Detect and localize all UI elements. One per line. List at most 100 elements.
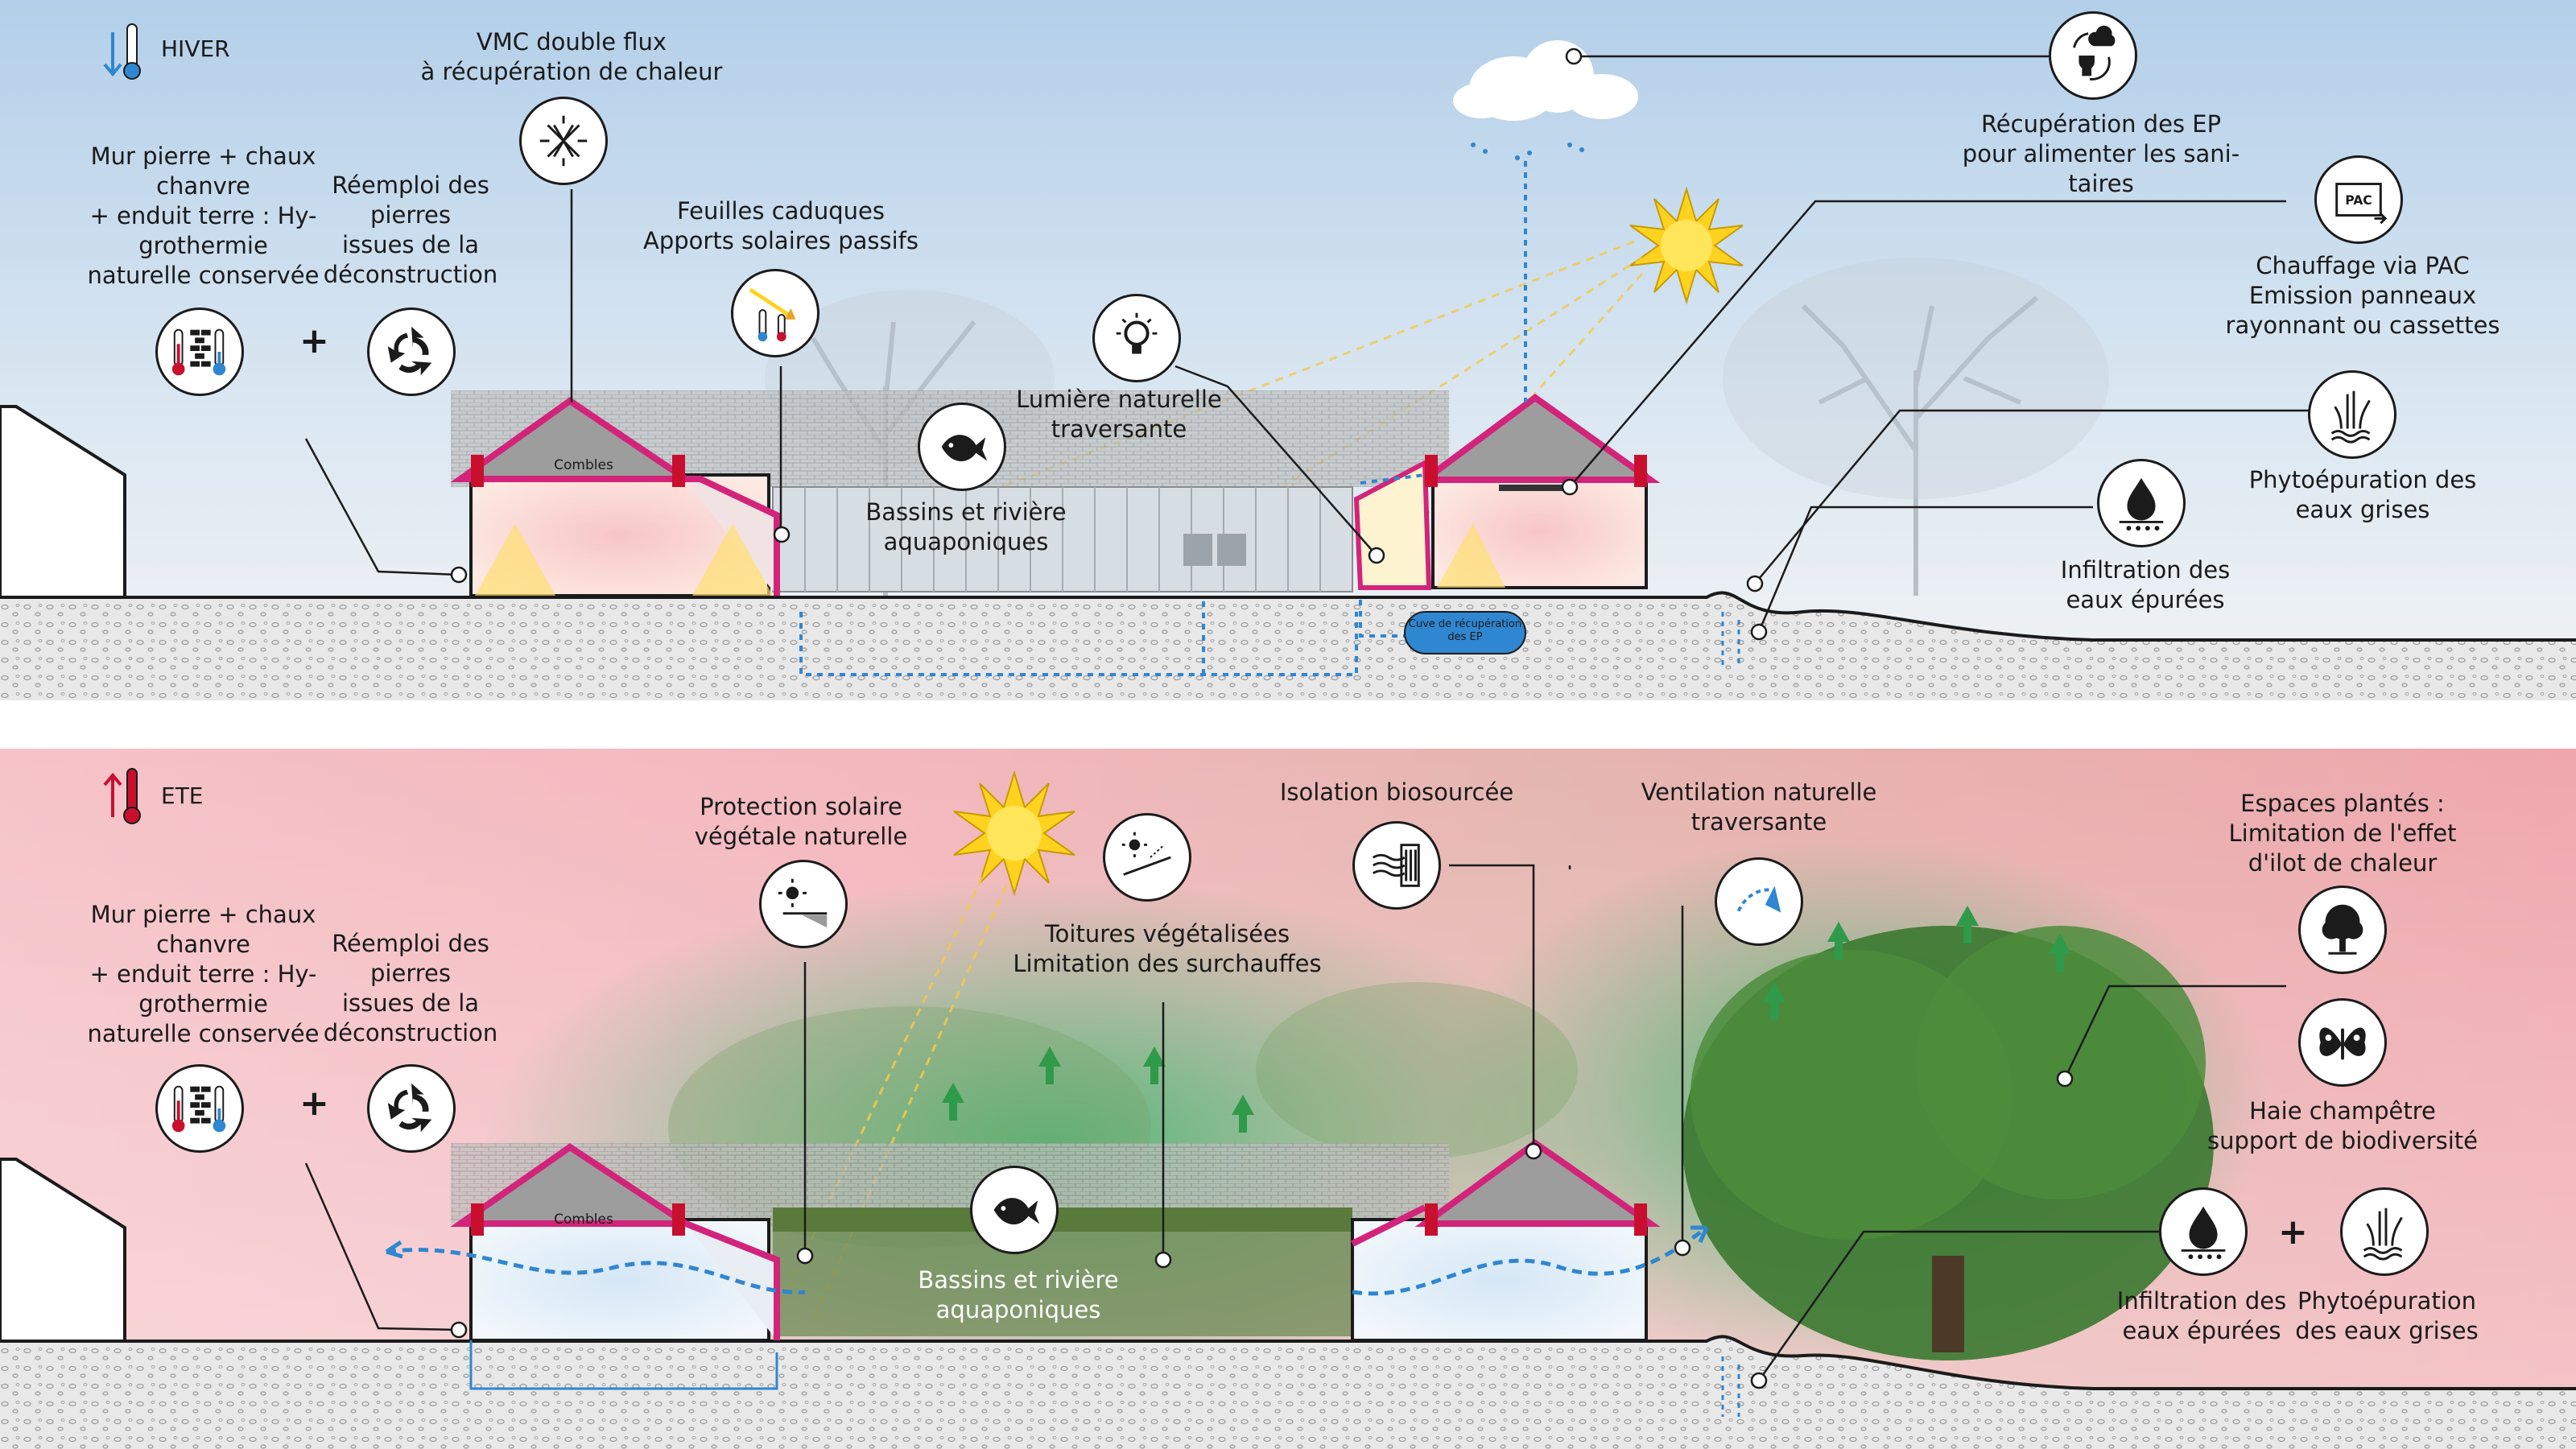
text-line: support de biodiversité [2207,1127,2478,1154]
text-line: Limitation de l'effet [2228,819,2457,847]
text-line: Réemploi des [332,171,489,199]
butterfly-icon [2298,998,2387,1087]
text-line: pour alimenter les sani- [1962,140,2240,167]
text-line: + enduit terre : Hy- [89,960,317,988]
summer-toitures-label: Toitures végétalisées Limitation des sur… [998,919,1336,979]
text-line: Bassins et rivière [865,498,1067,526]
text-line: à récupération de chaleur [420,58,723,85]
winter-reemploi-label: Réemploi des pierres issues de la décons… [314,171,507,290]
text-line: Phytoépuration des [2248,466,2477,493]
text-line: issues de la [341,989,480,1017]
text-line: Protection solaire [700,793,902,820]
winter-phyto-label: Phytoépuration des eaux grises [2238,465,2487,525]
text-line: + enduit terre : Hy- [89,202,317,229]
text-line: Toitures végétalisées [1044,920,1290,947]
summer-bassins-label: Bassins et rivière aquaponiques [902,1265,1135,1325]
text-line: Infiltration des [2060,556,2231,584]
drop-icon [2159,1187,2248,1276]
winter-season-label: HIVER [161,35,230,62]
text-line: grothermie [138,990,268,1018]
wind-icon [1715,857,1803,946]
winter-vmc-label: VMC double flux à récupération de chaleu… [411,27,733,87]
text-line: pierres [370,960,451,987]
text-line: Phytoépuration [2297,1287,2477,1315]
winter-recup-label: Récupération des EP pour alimenter les s… [1956,109,2246,199]
vmc-icon [519,97,608,185]
text-line: eaux épurées [2122,1317,2281,1344]
text-line: pierres [370,201,451,229]
summer-haie-label: Haie champêtre support de biodiversité [2190,1096,2496,1156]
text-line: des EP [1447,631,1483,643]
text-line: aquaponiques [883,528,1049,555]
summer-phyto-label: Phytoépuration des eaux grises [2278,1286,2496,1346]
text-line: Isolation biosourcée [1279,778,1514,806]
pac-badge-text: PAC [2345,193,2372,208]
text-line: déconstruction [323,1019,498,1046]
sun-shade-icon [759,860,848,948]
winter-bassins-label: Bassins et rivière aquaponiques [849,497,1083,557]
drop-icon [2097,459,2186,547]
text-line: Emission panneaux [2248,282,2477,309]
summer-mur-label: Mur pierre + chaux chanvre + enduit terr… [80,900,326,1049]
text-line: issues de la [341,231,480,258]
winter-mur-label: Mur pierre + chaux chanvre + enduit terr… [80,142,326,291]
fish-icon [970,1166,1059,1254]
text-line: Lumière naturelle [1016,386,1222,413]
text-line: Cuve de récupération [1408,618,1522,630]
roof-sun-icon [1103,813,1191,902]
text-line: aquaponiques [935,1296,1101,1323]
text-line: chanvre [156,931,250,958]
winter-infiltration-label: Infiltration des eaux épurées [2029,555,2262,615]
text-line: Infiltration des [2116,1287,2287,1315]
text-line: eaux épurées [2066,586,2225,613]
thermometer-wall-icon [155,308,244,396]
text-line: VMC double flux [476,28,667,56]
winter-pac-label: Chauffage via PAC Emission panneaux rayo… [2222,251,2504,341]
thermometer-wall-icon [155,1064,244,1153]
winter-plus: + [299,320,329,361]
recycle-icon [367,308,456,396]
text-line: Bassins et rivière [918,1266,1119,1294]
text-line: Feuilles caduques [677,197,885,225]
text-line: Récupération des EP [1980,110,2222,138]
cuve-label: Cuve de récupération des EP [1405,618,1525,644]
text-line: taires [2068,170,2134,197]
fish-icon [918,402,1006,491]
text-line: Ventilation naturelle [1641,778,1877,806]
insulation-icon [1352,821,1441,910]
winter-lumiere-label: Lumière naturelle traversante [998,385,1240,444]
text-line: Apports solaires passifs [643,227,919,254]
text-line: des eaux grises [2295,1317,2479,1344]
text-line: végétale naturelle [694,823,908,850]
text-line: eaux grises [2295,496,2430,523]
text-line: naturelle conservée [87,1020,320,1047]
text-line: chanvre [156,172,250,200]
text-line: Espaces plantés : [2240,790,2445,817]
winter-combles-label: Combles [554,457,613,473]
text-line: Mur pierre + chaux [90,142,316,170]
summer-infiltration-label: Infiltration des eaux épurées [2085,1286,2318,1346]
text-line: Mur pierre + chaux [90,901,316,928]
summer-combles-label: Combles [554,1212,613,1228]
text-line: Haie champêtre [2249,1097,2436,1125]
reed-icon [2340,1187,2429,1276]
text-line: déconstruction [323,261,498,288]
text-line: traversante [1051,415,1187,443]
text-line: rayonnant ou cassettes [2225,312,2500,339]
summer-plus-water: + [2278,1212,2308,1253]
summer-reemploi-label: Réemploi des pierres issues de la décons… [314,929,507,1048]
deciduous-sun-icon [731,269,819,357]
rain-toilet-icon [2049,11,2137,100]
summer-protection-label: Protection solaire végétale naturelle [676,792,926,852]
summer-season-label: ETE [161,782,204,809]
summer-ventilation-label: Ventilation naturelle traversante [1626,778,1892,837]
bulb-icon [1092,294,1181,382]
text-line: traversante [1690,808,1827,836]
summer-plus: + [299,1083,329,1124]
text-line: Chauffage via PAC [2256,252,2470,279]
text-line: grothermie [138,232,268,259]
text-line: Réemploi des [332,930,489,957]
winter-feuilles-label: Feuilles caduques Apports solaires passi… [636,196,926,256]
